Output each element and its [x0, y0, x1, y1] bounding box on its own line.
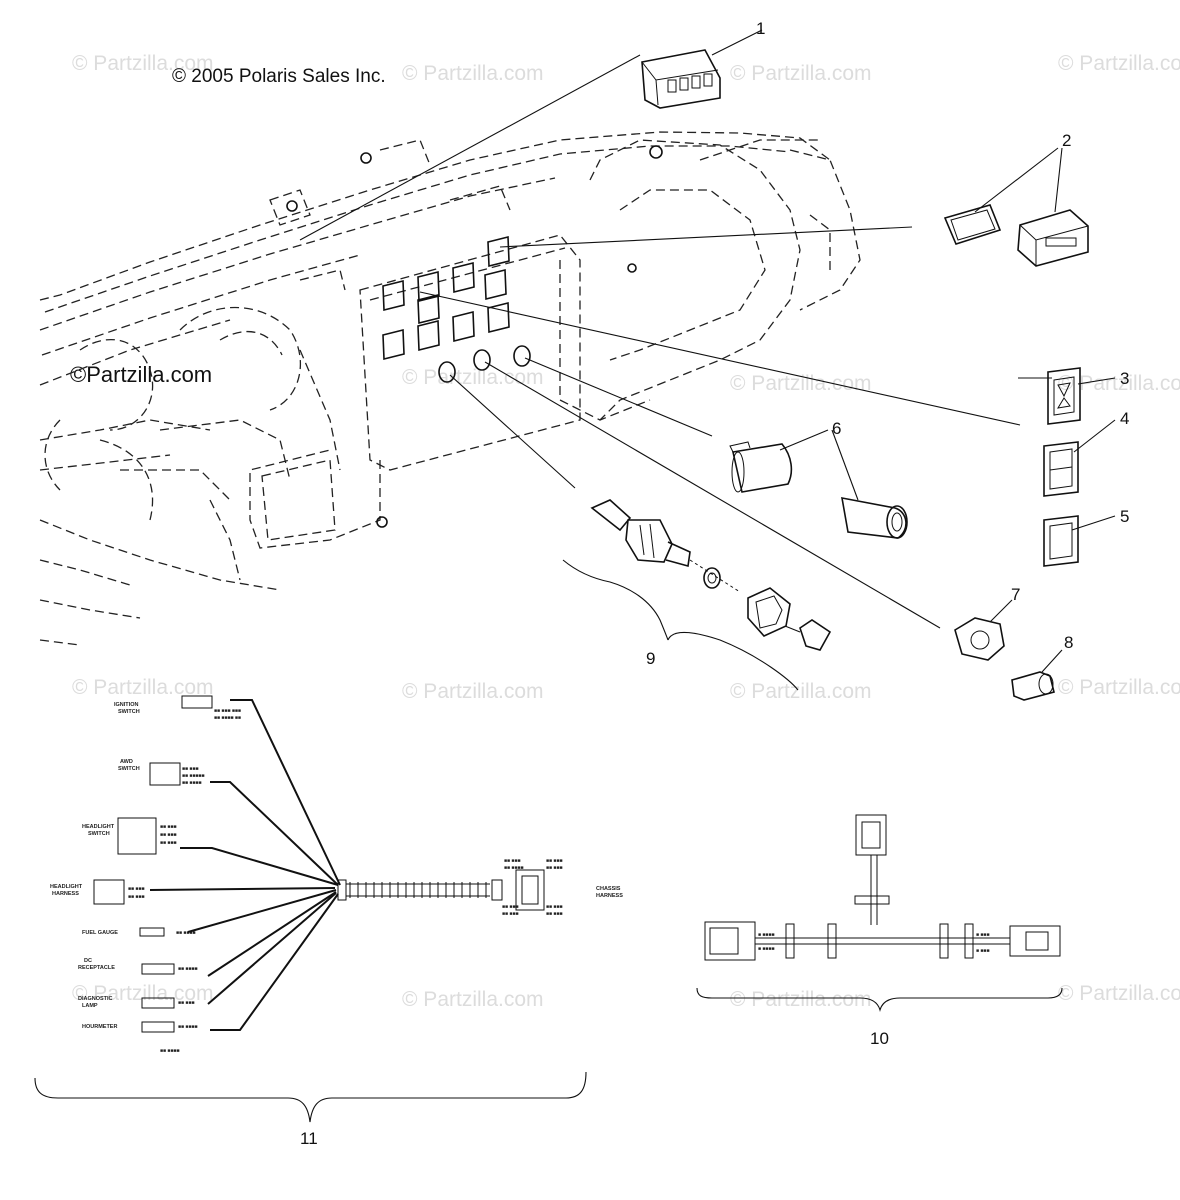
svg-text:HEADLIGHT: HEADLIGHT	[50, 884, 83, 890]
svg-text:■■ ■■■: ■■ ■■■	[502, 911, 519, 917]
dashboard-assembly	[39, 131, 861, 646]
part-6-power-outlet	[729, 429, 908, 539]
svg-text:HARNESS: HARNESS	[52, 891, 79, 897]
svg-text:■■ ■■■: ■■ ■■■	[502, 904, 519, 910]
svg-text:■■ ■■■: ■■ ■■■	[160, 832, 177, 838]
watermark: © Partzilla.com	[72, 52, 214, 75]
svg-text:SWITCH: SWITCH	[118, 766, 140, 772]
svg-text:FUEL GAUGE: FUEL GAUGE	[82, 930, 118, 936]
svg-text:HEADLIGHT: HEADLIGHT	[82, 824, 115, 830]
svg-text:■■ ■■■: ■■ ■■■	[546, 911, 563, 917]
svg-text:■■ ■■■■: ■■ ■■■■	[182, 780, 202, 786]
watermark: © Partzilla.com	[1058, 982, 1180, 1005]
svg-text:■■ ■■■: ■■ ■■■	[182, 766, 199, 772]
svg-text:CHASSIS: CHASSIS	[596, 886, 621, 892]
callout-3: 3	[1120, 369, 1129, 388]
svg-text:SWITCH: SWITCH	[88, 831, 110, 837]
svg-text:SWITCH: SWITCH	[118, 709, 140, 715]
callout-2: 2	[1062, 131, 1071, 150]
watermark: © Partzilla.com	[730, 372, 872, 395]
svg-text:DIAGNOSTIC: DIAGNOSTIC	[78, 996, 113, 1002]
callout-5: 5	[1120, 507, 1129, 526]
svg-text:■ ■■■: ■ ■■■	[976, 948, 989, 954]
svg-text:■■ ■■■■: ■■ ■■■■	[160, 1048, 180, 1054]
svg-text:■ ■■■■: ■ ■■■■	[758, 932, 775, 938]
watermark: © Partzilla.com	[402, 62, 544, 85]
svg-text:■■ ■■■: ■■ ■■■	[546, 904, 563, 910]
svg-text:HOURMETER: HOURMETER	[82, 1024, 117, 1030]
svg-text:■■ ■■■■: ■■ ■■■■	[176, 930, 196, 936]
svg-text:■■ ■■■: ■■ ■■■	[178, 1000, 195, 1006]
svg-text:IGNITION: IGNITION	[114, 702, 138, 708]
leader-lines	[299, 54, 1052, 629]
svg-text:HARNESS: HARNESS	[596, 893, 623, 899]
callout-labels: 1 2 3 4 5 6 7 8 9 10 11	[300, 19, 1129, 1148]
svg-text:LAMP: LAMP	[82, 1003, 98, 1009]
watermark: © Partzilla.com	[1058, 372, 1180, 395]
copyright-text: © 2005 Polaris Sales Inc.	[172, 66, 386, 87]
svg-text:■■ ■■■■: ■■ ■■■■	[178, 966, 198, 972]
part-8-indicator-lamp	[1011, 649, 1063, 701]
svg-text:■■ ■■■: ■■ ■■■	[128, 886, 145, 892]
svg-text:■■ ■■■: ■■ ■■■	[504, 858, 521, 864]
svg-text:■■ ■■■■: ■■ ■■■■	[504, 865, 524, 871]
watermark: © Partzilla.com	[402, 988, 544, 1011]
switch-openings	[382, 235, 531, 383]
part-4-rocker-switch	[1043, 419, 1116, 497]
part-11-main-wiring-harness: IGNITION SWITCH AWD SWITCH HEADLIGHT SWI…	[34, 695, 623, 1123]
svg-text:■■ ■■■■■: ■■ ■■■■■	[182, 773, 205, 779]
partzilla-watermark: ©Partzilla.com	[70, 362, 213, 387]
svg-text:■■ ■■■: ■■ ■■■	[128, 894, 145, 900]
part-2-accessory-socket	[943, 147, 1089, 267]
svg-text:■■ ■■■: ■■ ■■■	[546, 858, 563, 864]
callout-4: 4	[1120, 409, 1129, 428]
svg-text:DC: DC	[84, 958, 92, 964]
svg-text:■■ ■■■■: ■■ ■■■■	[178, 1024, 198, 1030]
callout-6: 6	[832, 419, 841, 438]
callout-11: 11	[300, 1129, 318, 1148]
callout-8: 8	[1064, 633, 1073, 652]
watermark: © Partzilla.com	[402, 680, 544, 703]
watermark: © Partzilla.com	[402, 366, 544, 389]
svg-text:■■ ■■■: ■■ ■■■	[546, 865, 563, 871]
part-1-connector	[641, 29, 763, 109]
svg-text:AWD: AWD	[120, 759, 133, 765]
part-9-ignition-switch	[562, 499, 832, 691]
svg-text:■■ ■■■ ■■■: ■■ ■■■ ■■■	[214, 708, 241, 714]
watermark: © Partzilla.com	[1058, 52, 1180, 75]
callout-9: 9	[646, 649, 655, 668]
watermark: © Partzilla.com	[72, 676, 214, 699]
callout-10: 10	[870, 1029, 889, 1048]
watermark: © Partzilla.com	[1058, 676, 1180, 699]
svg-text:■■ ■■■■ ■■: ■■ ■■■■ ■■	[214, 715, 241, 721]
watermark: © Partzilla.com	[72, 982, 214, 1005]
watermark: © Partzilla.com	[730, 680, 872, 703]
part-10-sub-harness: ■ ■■■■ ■ ■■■■ ■ ■■■ ■ ■■■	[696, 814, 1063, 1012]
callout-7: 7	[1011, 585, 1020, 604]
svg-text:■ ■■■■: ■ ■■■■	[758, 946, 775, 952]
svg-text:■ ■■■: ■ ■■■	[976, 932, 989, 938]
part-5-switch-blank	[1043, 515, 1116, 567]
svg-text:■■ ■■■: ■■ ■■■	[160, 824, 177, 830]
svg-text:■■ ■■■: ■■ ■■■	[160, 840, 177, 846]
harness-wrap-segments	[349, 882, 487, 898]
watermark: © Partzilla.com	[730, 988, 872, 1011]
watermark: © Partzilla.com	[730, 62, 872, 85]
part-3-rocker-switch	[1047, 367, 1116, 425]
callout-1: 1	[756, 19, 765, 38]
part-7-bezel-nut	[954, 599, 1013, 661]
svg-text:RECEPTACLE: RECEPTACLE	[78, 965, 115, 971]
